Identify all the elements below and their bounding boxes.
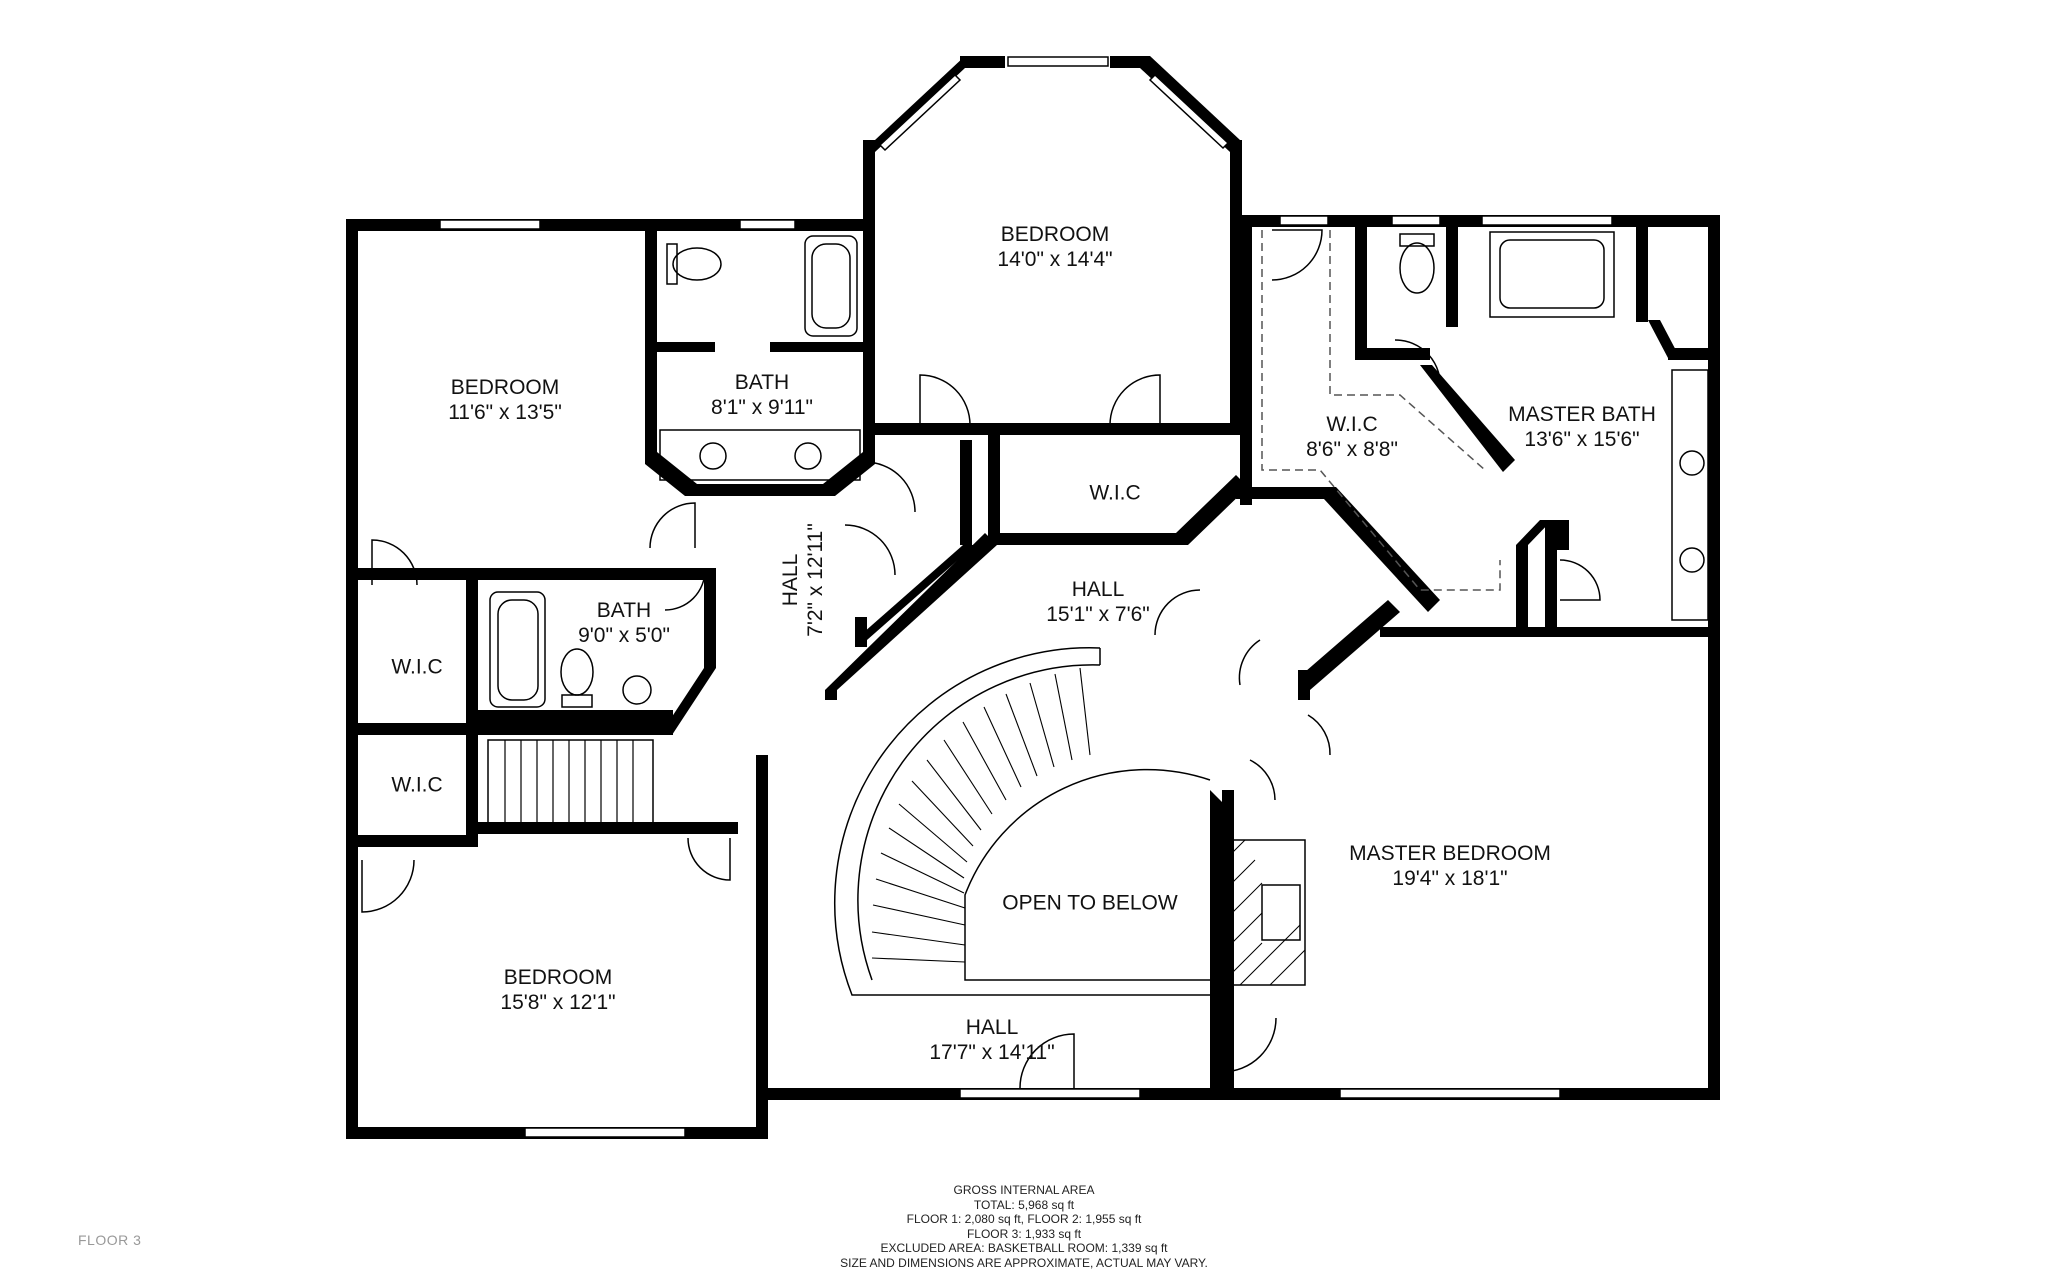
room-dimensions: 11'6" x 13'5" — [448, 401, 562, 424]
area-summary-line: TOTAL: 5,968 sq ft — [973, 1197, 1075, 1212]
room-label-open-to-below: OPEN TO BELOW — [1002, 891, 1177, 916]
area-summary: GROSS INTERNAL AREA TOTAL: 5,968 sq ft F… — [0, 1183, 2048, 1270]
room-label-master-bedroom: MASTER BEDROOM 19'4" x 18'1" — [1349, 841, 1551, 891]
floor-tag: FLOOR 3 — [78, 1232, 142, 1248]
room-dimensions: 9'0" x 5'0" — [578, 624, 670, 647]
room-name: W.I.C — [391, 773, 443, 797]
room-label-hall-bottom: HALL 17'7" x 14'11" — [929, 1015, 1054, 1065]
room-dimensions: 19'4" x 18'1" — [1392, 867, 1508, 890]
room-label-wic-left-lower: W.I.C — [391, 773, 442, 798]
room-name: W.I.C — [1326, 413, 1378, 436]
room-dimensions: 13'6" x 15'6" — [1524, 428, 1640, 451]
curved-stair-treads — [871, 667, 1091, 963]
room-name: BEDROOM — [503, 966, 613, 989]
room-name: MASTER BATH — [1508, 403, 1656, 426]
fixtures — [489, 230, 1709, 986]
area-summary-line: FLOOR 1: 2,080 sq ft, FLOOR 2: 1,955 sq … — [906, 1212, 1142, 1226]
room-dimensions: 8'1" x 9'11" — [711, 396, 813, 419]
room-label-bath-small: BATH 9'0" x 5'0" — [578, 598, 670, 648]
room-dimensions: 15'1" x 7'6" — [1046, 603, 1150, 626]
windows — [439, 56, 1613, 1138]
room-name: HALL — [1071, 578, 1125, 601]
room-name: W.I.C — [391, 655, 443, 679]
room-name: HALL — [779, 553, 802, 607]
area-summary-line: GROSS INTERNAL AREA — [953, 1183, 1095, 1197]
area-summary-line: SIZE AND DIMENSIONS ARE APPROXIMATE, ACT… — [840, 1255, 1208, 1270]
area-summary-line: FLOOR 3: 1,933 sq ft — [966, 1226, 1082, 1241]
room-dimensions: 17'7" x 14'11" — [929, 1041, 1055, 1064]
room-name: BATH — [734, 371, 790, 394]
room-label-wic-master: W.I.C 8'6" x 8'8" — [1306, 412, 1398, 462]
room-name: W.I.C — [1089, 481, 1141, 505]
room-label-wic-center: W.I.C — [1089, 481, 1140, 506]
room-label-bedroom-bottom: BEDROOM 15'8" x 12'1" — [500, 965, 615, 1015]
room-name: BEDROOM — [450, 376, 560, 399]
room-label-hall-middle: HALL 15'1" x 7'6" — [1046, 577, 1150, 627]
staircases — [487, 647, 1211, 996]
room-dimensions: 15'8" x 12'1" — [500, 991, 616, 1014]
room-label-wic-left-upper: W.I.C — [391, 655, 442, 680]
room-name: HALL — [965, 1016, 1019, 1039]
room-label-master-bath: MASTER BATH 13'6" x 15'6" — [1508, 402, 1656, 452]
room-label-bedroom-top: BEDROOM 14'0" x 14'4" — [997, 222, 1112, 272]
doors — [361, 229, 1601, 1089]
area-summary-line: EXCLUDED AREA: BASKETBALL ROOM: 1,339 sq… — [880, 1241, 1168, 1255]
room-name: MASTER BEDROOM — [1349, 842, 1551, 865]
room-dimensions: 7'2" x 12'11" — [804, 523, 827, 637]
room-label-bath-top: BATH 8'1" x 9'11" — [711, 370, 813, 420]
room-label-bedroom-left: BEDROOM 11'6" x 13'5" — [448, 375, 562, 425]
room-name: BATH — [596, 599, 652, 622]
room-dimensions: 14'0" x 14'4" — [997, 248, 1113, 271]
room-name: OPEN TO BELOW — [1002, 891, 1178, 915]
room-dimensions: 8'6" x 8'8" — [1306, 438, 1398, 461]
room-name: BEDROOM — [1000, 223, 1110, 246]
room-label-hall-vertical: HALL 7'2" x 12'11" — [778, 523, 828, 637]
